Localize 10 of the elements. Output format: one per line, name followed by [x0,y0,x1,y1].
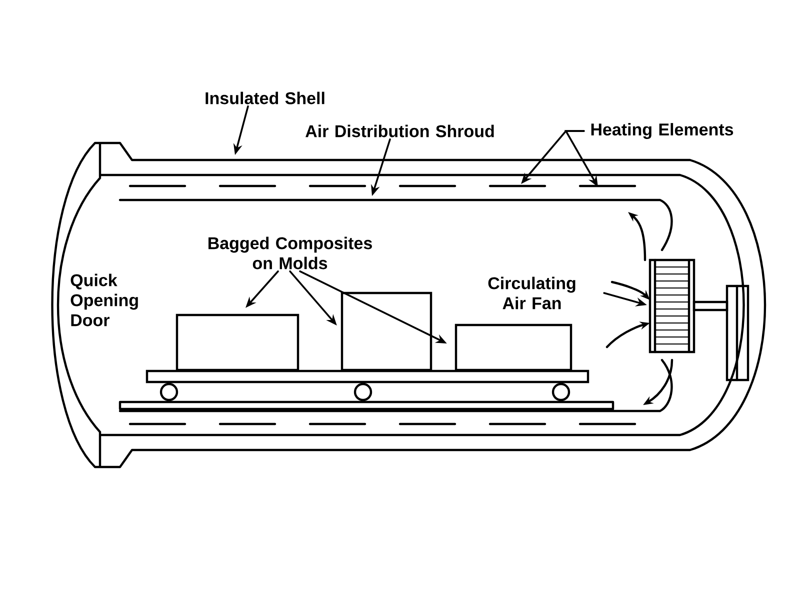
part-label: Insulated Shell [206,92,324,104]
part-label: Bagged Composites on Molds [208,236,372,270]
mold-box [176,314,300,372]
fan-drawing [648,258,750,382]
part-label: Heating Elements [591,123,734,139]
part-label: Air Distribution Shroud [306,124,494,138]
part-label: Circulating Air Fan [488,276,576,310]
part-label: Quick Opening Door [70,274,138,326]
mold-box [340,292,432,372]
mold-box [454,324,572,372]
